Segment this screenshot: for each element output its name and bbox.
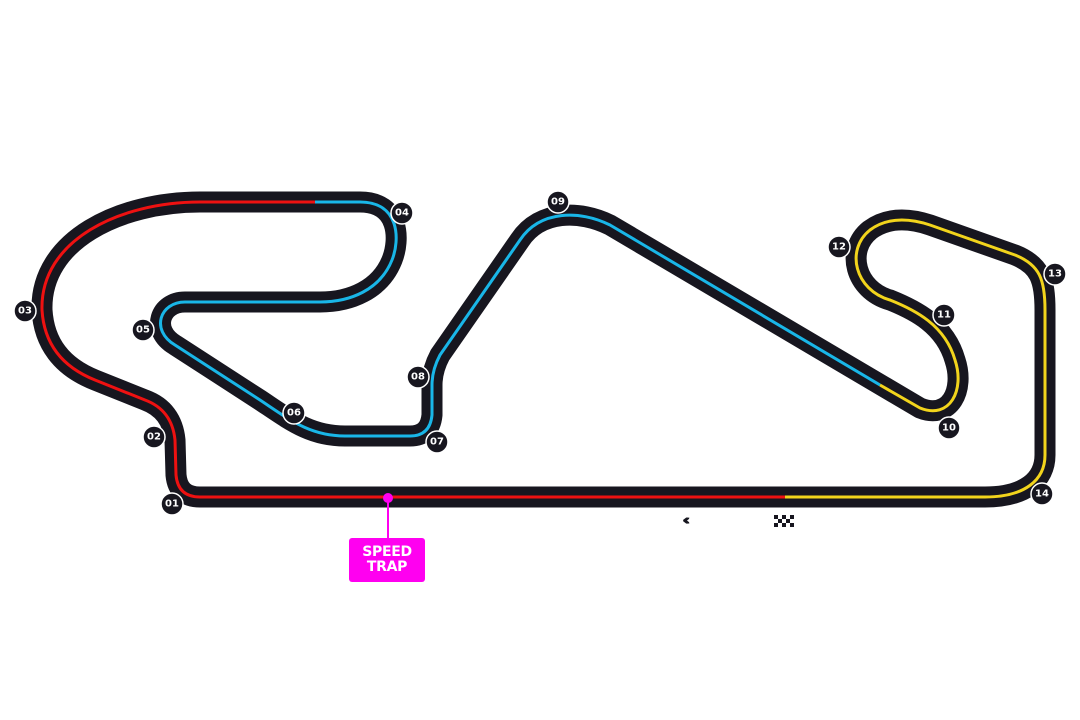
chevrons-left-icon: ‹‹‹ xyxy=(682,511,690,529)
turn-06: 06 xyxy=(282,401,306,425)
turn-03: 03 xyxy=(13,299,37,323)
turn-14: 14 xyxy=(1030,482,1054,506)
svg-text:02: 02 xyxy=(147,432,161,443)
turn-08: 08 xyxy=(406,365,430,389)
turn-10: 10 xyxy=(937,416,961,440)
svg-text:04: 04 xyxy=(395,208,409,219)
turn-05: 05 xyxy=(131,318,155,342)
turn-09: 09 xyxy=(546,190,570,214)
speed-trap-line1: SPEED xyxy=(362,544,412,560)
sector-3-line xyxy=(785,218,1047,499)
checkered-flag-icon xyxy=(774,515,794,527)
svg-text:14: 14 xyxy=(1035,489,1049,500)
svg-text:06: 06 xyxy=(287,408,301,419)
track-outline xyxy=(31,191,1056,508)
svg-text:13: 13 xyxy=(1048,269,1062,280)
svg-text:01: 01 xyxy=(165,499,179,510)
svg-text:03: 03 xyxy=(18,306,32,317)
svg-text:12: 12 xyxy=(832,242,846,253)
svg-text:08: 08 xyxy=(411,372,425,383)
turn-12: 12 xyxy=(827,235,851,259)
turn-11: 11 xyxy=(932,303,956,327)
turn-02: 02 xyxy=(142,425,166,449)
svg-text:09: 09 xyxy=(551,197,565,208)
turn-04: 04 xyxy=(390,201,414,225)
svg-text:05: 05 xyxy=(136,325,150,336)
turn-07: 07 xyxy=(425,430,449,454)
turn-13: 13 xyxy=(1043,262,1067,286)
svg-text:07: 07 xyxy=(430,437,444,448)
turn-01: 01 xyxy=(160,492,184,516)
svg-text:10: 10 xyxy=(942,423,956,434)
speed-trap-line2: TRAP xyxy=(366,559,408,575)
speed-trap-label: SPEED TRAP xyxy=(349,538,425,582)
speed-trap-dot xyxy=(383,493,393,503)
svg-text:11: 11 xyxy=(937,310,951,321)
sector-1-line xyxy=(40,200,785,499)
